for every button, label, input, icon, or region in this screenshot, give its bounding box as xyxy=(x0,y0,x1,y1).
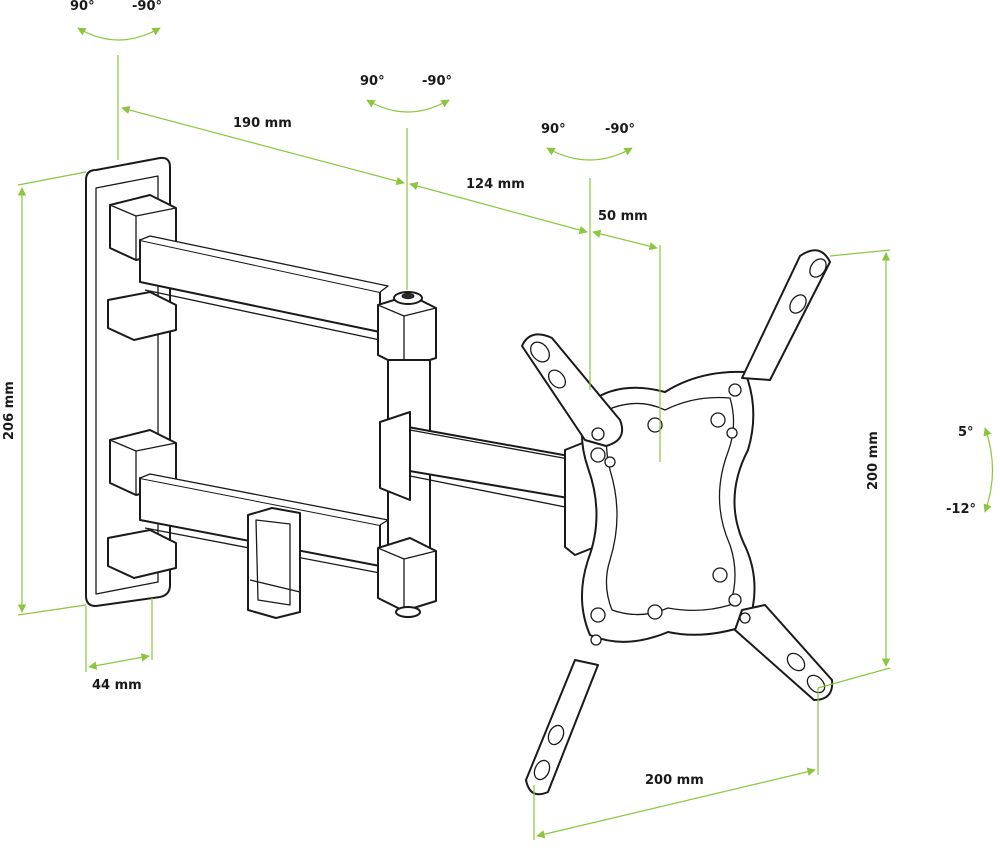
rotation-wall-right-label: -90° xyxy=(132,0,162,14)
rotation-wall-labels: 90° -90° xyxy=(70,0,162,14)
rotation-head-right-label: -90° xyxy=(605,122,635,137)
upper-arm xyxy=(139,235,389,341)
tilt-up-label: 5° xyxy=(958,425,974,440)
tilt-labels: 5° -12° xyxy=(946,425,976,517)
rotation-mid-right-label: -90° xyxy=(422,74,452,89)
vesa-horizontal-dimension-label: 200 mm xyxy=(645,773,704,788)
rotation-mid-left-label: 90° xyxy=(360,74,385,89)
middle-joint xyxy=(377,291,586,618)
rotation-head-labels: 90° -90° xyxy=(541,122,635,137)
plate-height-dimension-label: 206 mm xyxy=(2,381,17,440)
vesa-vertical-dimension-label: 200 mm xyxy=(866,431,881,490)
rotation-mid-labels: 90° -90° xyxy=(360,74,452,89)
tilt-down-label: -12° xyxy=(946,502,976,517)
head-offset-dimension-label: 50 mm xyxy=(598,209,648,224)
rotation-head-left-label: 90° xyxy=(541,122,566,137)
wall-plate xyxy=(85,156,177,607)
arm2-dimension-label: 124 mm xyxy=(466,177,525,192)
rotation-wall-left-label: 90° xyxy=(70,0,95,14)
arm1-dimension-label: 190 mm xyxy=(233,116,292,131)
plate-depth-dimension-label: 44 mm xyxy=(92,678,142,693)
cable-clip xyxy=(247,507,301,619)
dimension-lines xyxy=(17,27,994,840)
vesa-plate xyxy=(521,249,834,796)
